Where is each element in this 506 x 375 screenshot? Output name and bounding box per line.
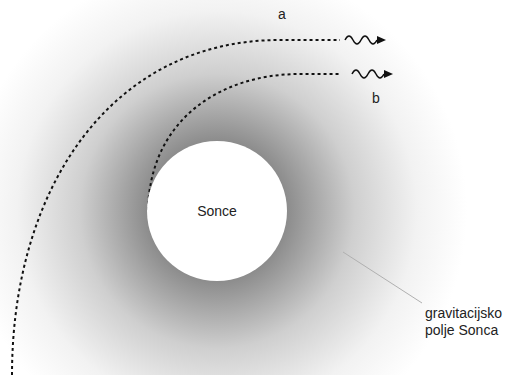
sun-label: Sonce (197, 203, 237, 220)
path-label: a (278, 6, 286, 23)
path-label: b (372, 90, 380, 107)
arrowhead-a (377, 36, 386, 44)
leader-line (343, 252, 422, 303)
arrowhead-b (384, 70, 393, 78)
field-label: gravitacijsko polje Sonca (425, 305, 503, 339)
sun-circle: Sonce (147, 141, 287, 281)
wave-a (345, 36, 377, 44)
wave-b (352, 70, 384, 78)
light-path-a (12, 40, 340, 375)
